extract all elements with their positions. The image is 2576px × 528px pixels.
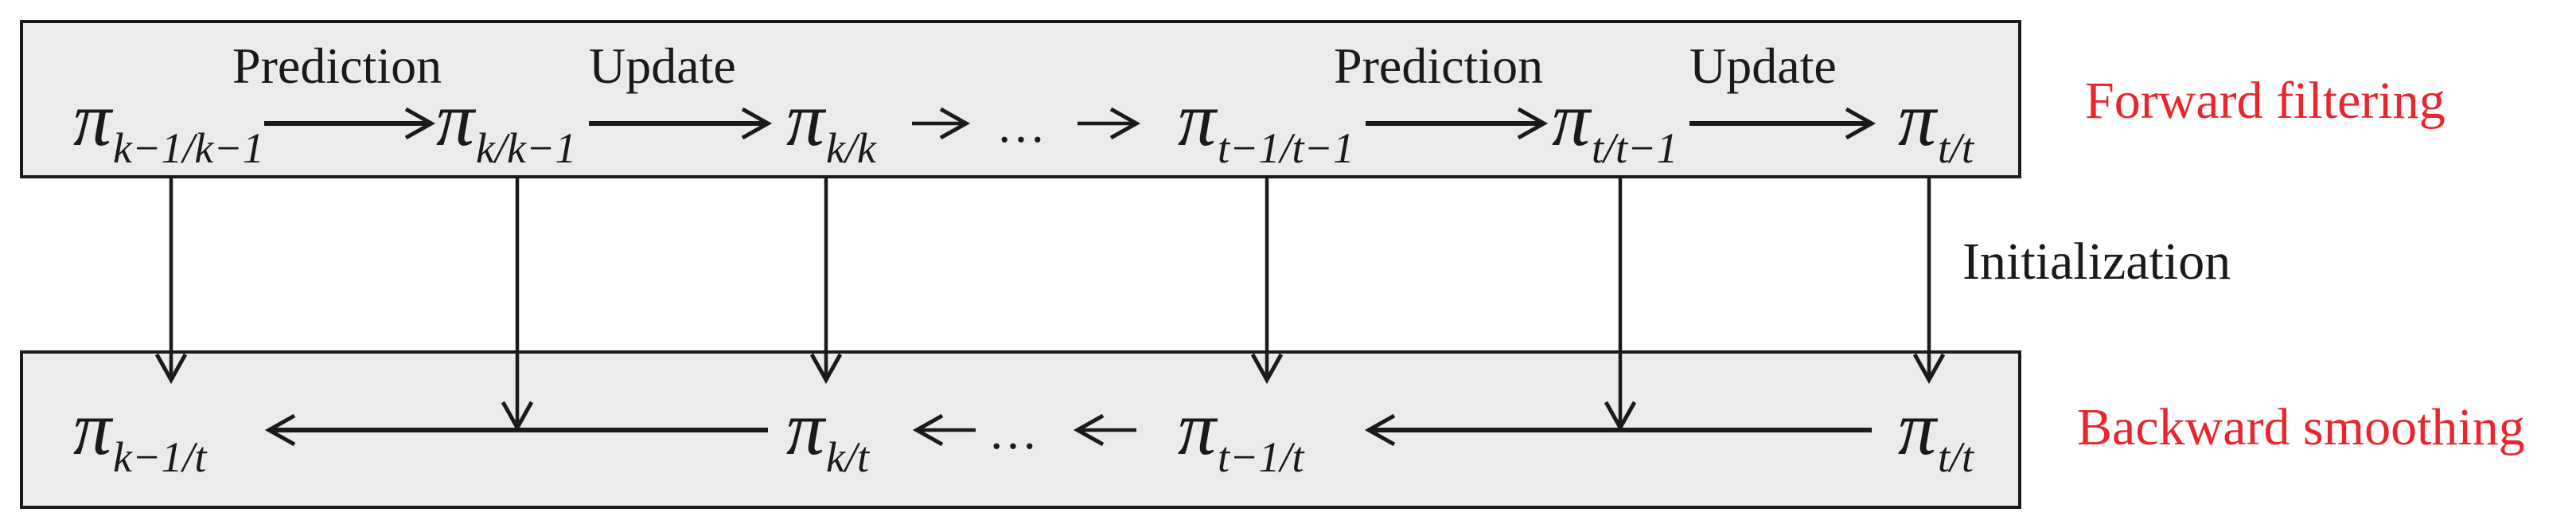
forward-subscript-3: k/k	[826, 124, 877, 172]
backward-subscript-4: t/t	[1938, 433, 1975, 481]
backward-subscript-3: t−1/t	[1218, 433, 1305, 481]
forward-node-6: π t/t	[1898, 76, 1975, 172]
pi-symbol: π	[1898, 385, 1939, 471]
backward-node-2: π k/t	[786, 385, 871, 481]
backward-node-4: π t/t	[1898, 385, 1975, 481]
forward-node-1: π k−1/k−1	[73, 76, 264, 172]
pi-symbol: π	[786, 76, 827, 162]
forward-ellipsis: …	[996, 99, 1046, 153]
forward-subscript-6: t/t	[1938, 124, 1975, 172]
prediction-label-2: Prediction	[1334, 37, 1543, 94]
forward-filtering-box	[20, 20, 2021, 178]
update-label-1: Update	[589, 37, 736, 94]
forward-subscript-4: t−1/t−1	[1218, 124, 1354, 172]
pi-symbol: π	[73, 76, 114, 162]
prediction-label-1: Prediction	[232, 37, 442, 94]
backward-subscript-1: k−1/t	[113, 433, 208, 481]
forward-subscript-1: k−1/k−1	[113, 124, 264, 172]
backward-node-3: π t−1/t	[1178, 385, 1305, 481]
backward-smoothing-label: Backward smoothing	[2077, 398, 2525, 456]
backward-subscript-2: k/t	[826, 433, 871, 481]
forward-node-3: π k/k	[786, 76, 877, 172]
update-label-2: Update	[1689, 37, 1837, 94]
pi-symbol: π	[436, 76, 477, 162]
backward-node-1: π k−1/t	[73, 385, 208, 481]
pi-symbol: π	[1178, 385, 1218, 471]
pi-symbol: π	[786, 385, 827, 471]
forward-node-5: π t/t−1	[1552, 76, 1678, 172]
pi-symbol: π	[73, 385, 114, 471]
initialization-label: Initialization	[1962, 233, 2231, 291]
forward-node-4: π t−1/t−1	[1178, 76, 1354, 172]
forward-filtering-label: Forward filtering	[2085, 72, 2445, 130]
forward-node-2: π k/k−1	[436, 76, 576, 172]
forward-subscript-5: t/t−1	[1592, 124, 1678, 172]
pi-symbol: π	[1552, 76, 1592, 162]
pi-symbol: π	[1178, 76, 1218, 162]
backward-ellipsis: …	[988, 405, 1038, 460]
pi-symbol: π	[1898, 76, 1939, 162]
forward-subscript-2: k/k−1	[476, 124, 576, 172]
